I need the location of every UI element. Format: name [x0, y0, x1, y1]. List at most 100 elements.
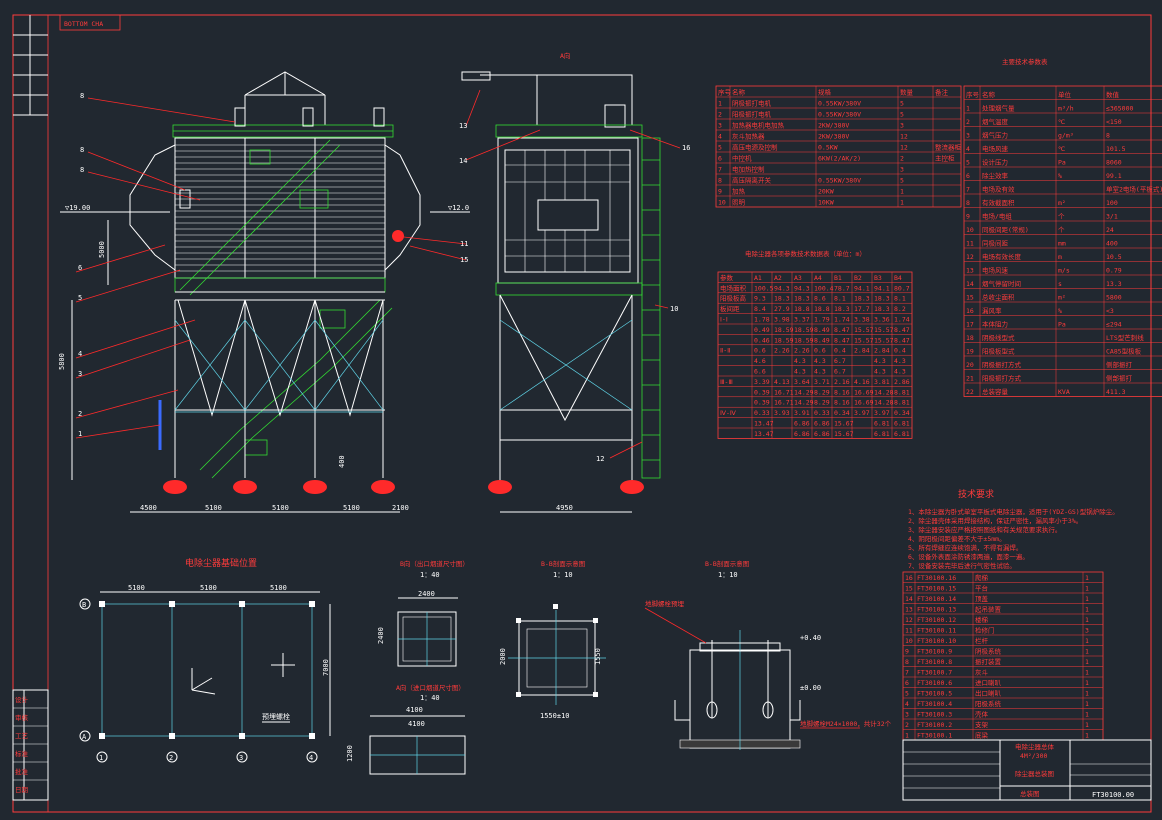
spec-cell-r10-c1: 同极间距(常规): [982, 225, 1029, 234]
parts-cell-r3-c1: FT30100.13: [917, 606, 956, 614]
elec-cell-r3-c3: 3: [900, 122, 904, 130]
data-cell-r6-c1: 0.46: [754, 336, 770, 344]
spec-cell-r6-c3: 99.1: [1106, 172, 1122, 180]
data-cell-r3-c7: 18.3: [874, 305, 890, 313]
parts-cell-r7-c3: 1: [1085, 648, 1089, 656]
data-cell-r14-c7: 6.81: [874, 420, 890, 428]
spec-cell-r5-c0: 5: [966, 159, 970, 167]
data-cell-r13-c4: 0.33: [814, 409, 830, 417]
parts-cell-r15-c3: 1: [1085, 732, 1089, 740]
data-cell-r6-c2: 18.59: [774, 336, 794, 344]
data-cell-r8-c8: 4.3: [894, 357, 906, 365]
data-cell-r13-c8: 0.34: [894, 409, 910, 417]
elec-cell-r6-c1: 中控机: [732, 154, 752, 163]
part-no-2: 2: [78, 410, 82, 418]
inlet-duct-view[interactable]: A向（进口烟道尺寸图） 1：40 4100 4100 1200: [346, 683, 466, 775]
parts-cell-r6-c1: FT30100.10: [917, 637, 956, 645]
spec-cell-r17-c2: Pa: [1058, 321, 1066, 329]
spec-cell-r19-c3: CA85型极板: [1106, 347, 1142, 356]
elec-cell-r6-c3: 2: [900, 155, 904, 163]
front-elevation-view[interactable]: ▽19.00 ▽12.0 4500 5100 5100 5100 2100 58…: [58, 71, 470, 513]
parts-cell-r0-c2: 爬梯: [975, 573, 989, 582]
spec-cell-r5-c1: 设计压力: [982, 158, 1008, 167]
elec-cell-r10-c1: 照明: [732, 199, 746, 207]
data-cell-r1-c7: 94.1: [874, 284, 890, 292]
data-cell-r8-c1: 4.6: [754, 357, 766, 365]
spec-cell-r14-c0: 14: [966, 280, 974, 288]
data-cell-r0-c2: A2: [774, 274, 782, 282]
data-cell-r4-c3: 3.37: [794, 316, 810, 324]
data-cell-r6-c8: 8.47: [894, 336, 910, 344]
fdim-1: 5100: [128, 584, 145, 592]
elec-cell-r7-c1: 电加热控制: [732, 165, 765, 174]
data-cell-r8-c4: 4.3: [814, 357, 826, 365]
data-cell-r5-c4: 8.49: [814, 326, 830, 334]
data-cell-r4-c4: 1.79: [814, 316, 830, 324]
outlet-dim-1: 2400: [418, 590, 435, 598]
inlet-title: A向（进口烟道尺寸图）: [396, 683, 465, 692]
data-cell-r3-c4: 18.8: [814, 305, 830, 313]
spec-cell-r20-c1: 阴极振打方式: [982, 360, 1022, 369]
spec-cell-r2-c3: <150: [1106, 118, 1122, 126]
parts-cell-r12-c3: 1: [1085, 700, 1089, 708]
spec-cell-r14-c1: 烟气停留时间: [982, 279, 1021, 288]
strip-label-3: 工艺: [15, 732, 29, 740]
axis-gizmo-icon: [191, 668, 216, 695]
foundation-plan[interactable]: 电除尘器基础位置 5100 5100 5100 B A 1 2 3 4 7000…: [79, 557, 331, 763]
elec-cell-r7-c0: 7: [718, 166, 722, 174]
parts-cell-r1-c0: 15: [905, 585, 913, 593]
axis-a: A: [82, 733, 87, 741]
spec-cell-r1-c1: 处理烟气量: [982, 104, 1015, 113]
spec-cell-r3-c3: 8: [1106, 132, 1110, 140]
data-cell-r14-c1: 13.47: [754, 420, 774, 428]
data-cell-r13-c2: 3.93: [774, 409, 790, 417]
spec-cell-r17-c0: 17: [966, 321, 974, 329]
parts-cell-r10-c2: 进口喇叭: [975, 678, 1002, 687]
outlet-duct-view[interactable]: B向（出口烟道尺寸图） 1：40 2400 2400: [377, 559, 469, 667]
side-support: [499, 294, 633, 480]
parts-cell-r9-c1: FT30100.7: [917, 669, 952, 677]
strip-label-6: 日期: [15, 786, 29, 794]
strip-label-2: 审核: [15, 713, 29, 722]
dim-side-3: 400: [338, 455, 346, 468]
elec-cell-r0-c0: 序号: [718, 88, 732, 97]
data-cell-r10-c8: 2.86: [894, 378, 910, 386]
section-c-label-1: 地脚螺栓预埋: [645, 599, 685, 608]
drawing-frame: [12, 14, 1152, 813]
section-c-view[interactable]: B-B剖面示意图 1：10 地脚螺栓预埋 +0.40 ±0.00 地脚螺栓M24…: [644, 559, 892, 750]
inlet-dim-2: 4100: [408, 720, 425, 728]
elec-cell-r1-c2: 0.55KW/380V: [818, 100, 861, 108]
spec-cell-r4-c2: ℃: [1058, 145, 1066, 153]
data-cell-r7-c8: 0.4: [894, 347, 906, 355]
side-elevation-view[interactable]: A向: [394, 51, 690, 513]
elec-cell-r0-c1: 名称: [732, 88, 746, 97]
title-tab-text: BOTTOM CHA: [64, 20, 103, 28]
spec-cell-r12-c0: 12: [966, 253, 974, 261]
elec-cell-r1-c0: 1: [718, 100, 722, 108]
spec-cell-r11-c1: 同极间距: [982, 239, 1009, 248]
parts-cell-r4-c3: 1: [1085, 616, 1089, 624]
spec-cell-r13-c1: 电场风速: [982, 266, 1009, 275]
parts-cell-r13-c0: 3: [905, 711, 909, 719]
section-c-label-4: 地脚螺栓M24×1000，共计32个: [800, 719, 892, 728]
spec-cell-r13-c3: 0.79: [1106, 267, 1122, 275]
data-cell-r7-c2: 2.26: [774, 347, 790, 355]
side-leaders: [394, 89, 681, 459]
data-cell-r5-c3: 18.59: [794, 326, 814, 334]
data-cell-r15-c5: 15.67: [834, 430, 854, 438]
spec-cell-r8-c2: m²: [1058, 199, 1066, 207]
outlet-title: B向（出口烟道尺寸图）: [400, 559, 469, 568]
elev-mark-2: ▽12.0: [448, 204, 469, 212]
parts-cell-r9-c0: 7: [905, 669, 909, 677]
data-cell-r11-c8: 8.81: [894, 388, 910, 396]
data-cell-r10-c2: 4.13: [774, 378, 790, 386]
parts-cell-r12-c1: FT30100.4: [917, 700, 952, 708]
section-c-label-2: +0.40: [800, 634, 821, 642]
data-cell-r10-c5: 2.16: [834, 378, 850, 386]
data-cell-r11-c4: 8.29: [814, 388, 830, 396]
spec-cell-r1-c3: ≤365000: [1106, 105, 1133, 113]
parts-cell-r8-c3: 1: [1085, 658, 1089, 666]
section-b-view[interactable]: B-B剖面示意图 1：10 1550 1550±10 2000: [499, 559, 606, 720]
